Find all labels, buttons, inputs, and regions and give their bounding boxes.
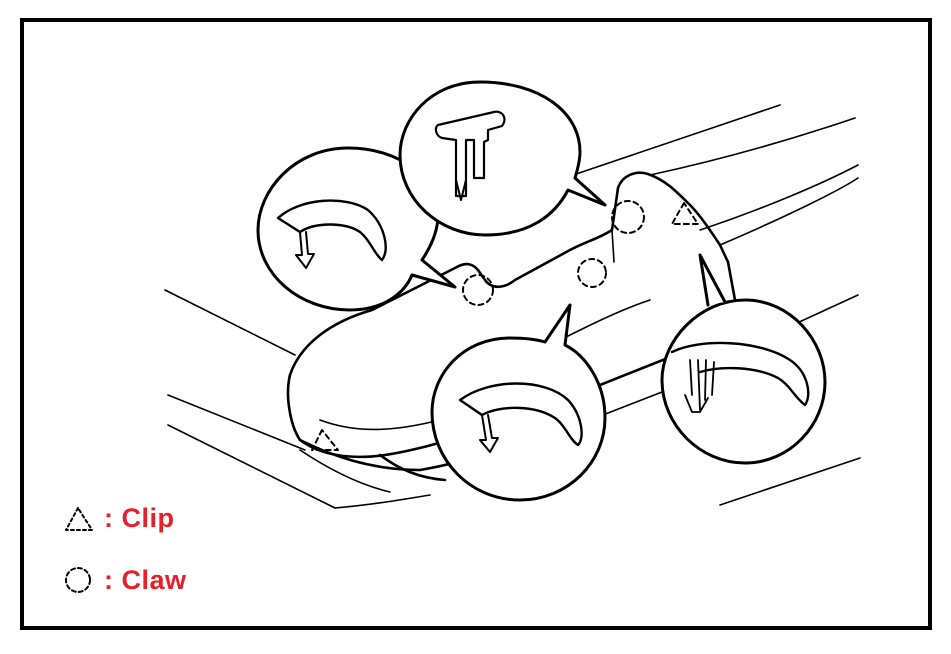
clip-marker — [311, 202, 699, 451]
dashed-triangle-icon — [58, 500, 100, 536]
legend-symbols — [65, 507, 93, 593]
dashed-circle-icon — [58, 562, 100, 598]
legend-clip: : Clip — [58, 500, 175, 536]
clip-callout — [660, 253, 827, 465]
legend-claw: : Claw — [58, 562, 187, 598]
legend-clip-label: : Clip — [104, 502, 175, 533]
claw-callout-2 — [398, 80, 607, 237]
claw-callout-1 — [256, 146, 457, 312]
claw-marker — [462, 200, 645, 306]
legend-claw-label: : Claw — [104, 564, 187, 595]
claw-callout-3 — [430, 303, 607, 502]
